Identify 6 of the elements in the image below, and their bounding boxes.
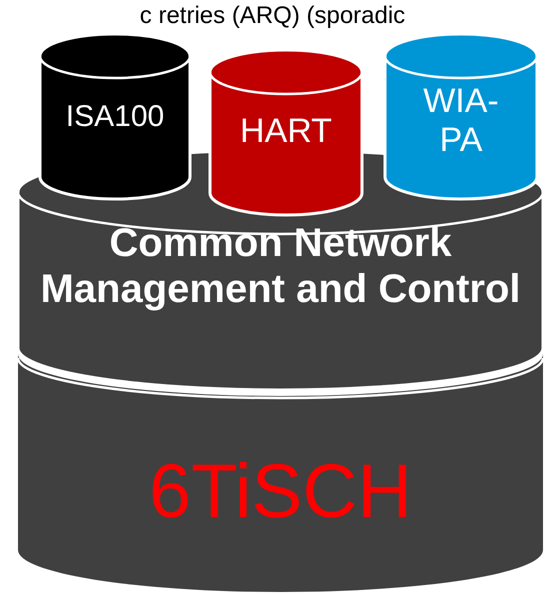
layer-label: WIA-PA <box>422 82 500 160</box>
layer-label: 6TiSCH <box>148 448 414 536</box>
layer-label: Common Network Management and Control <box>39 220 522 312</box>
layer-label: HART <box>239 112 333 152</box>
caption-text: c retries (ARQ) (sporadic <box>138 2 406 30</box>
layer-label: ISA100 <box>64 100 166 134</box>
